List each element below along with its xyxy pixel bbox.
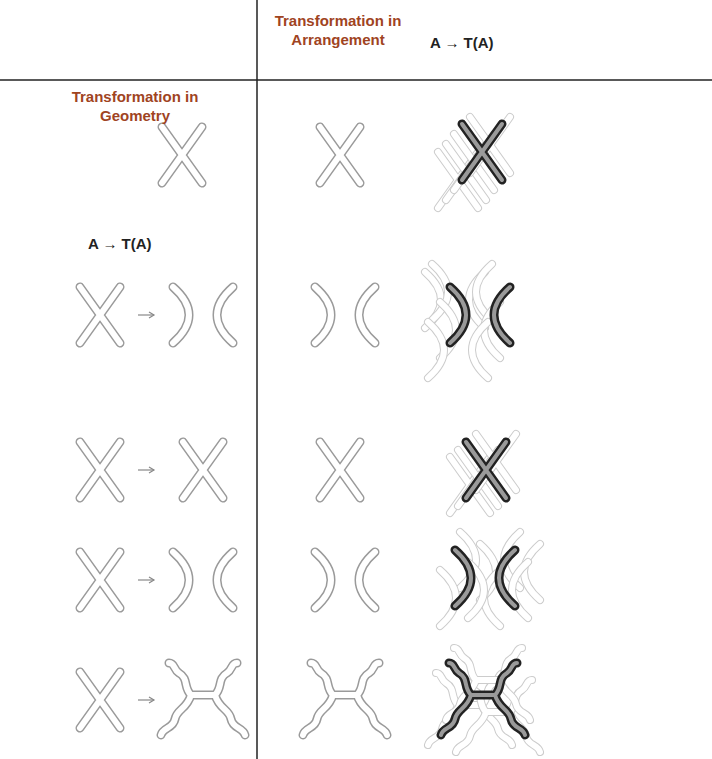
formula-label: A → T(A)	[88, 234, 152, 253]
arrangement-base-column	[303, 127, 387, 735]
row-heading: Transformation in Geometry	[60, 87, 210, 125]
geometry-column	[80, 127, 245, 735]
column-heading: Transformation in Arrangement	[263, 11, 413, 49]
arrangement-result-column	[425, 117, 540, 752]
formula-label: A → T(A)	[430, 33, 494, 52]
